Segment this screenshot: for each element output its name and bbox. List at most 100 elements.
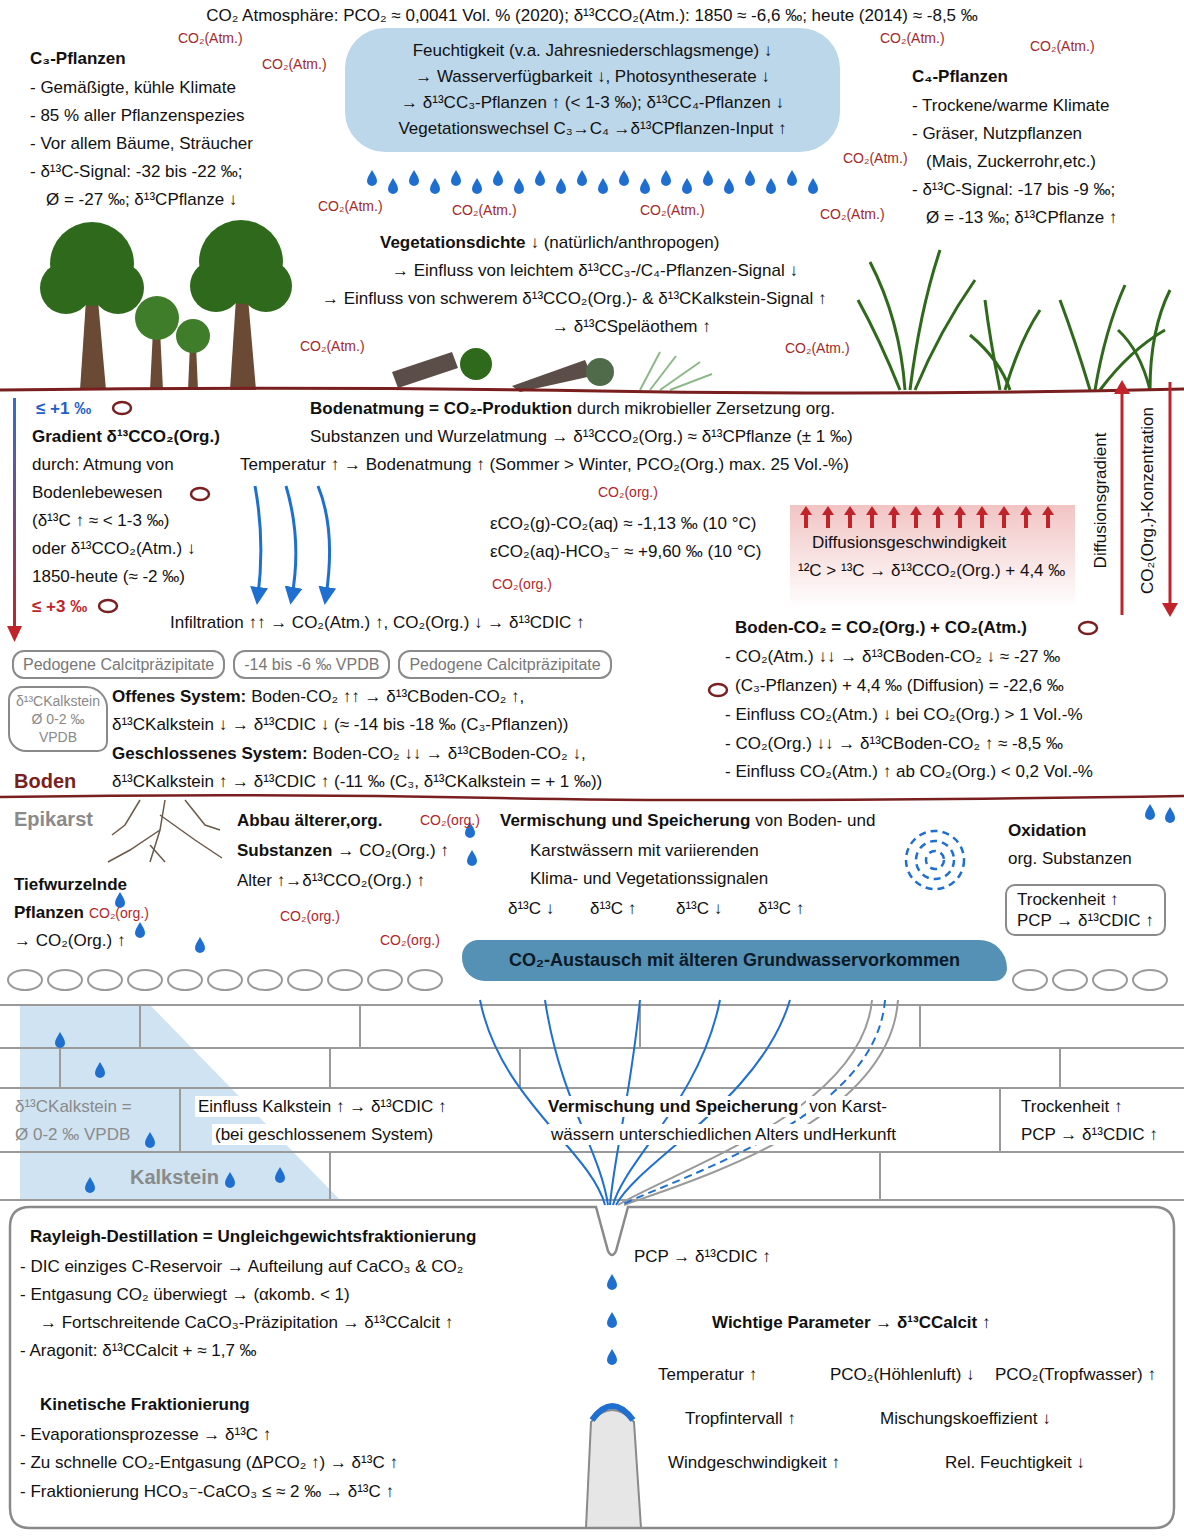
node-text: Kinetische Fraktionierung [40,1394,250,1415]
annotation-text: ¹²C > ¹³C → δ¹³CCO₂(Org.) + 4,4 ‰ [798,560,1065,581]
co2-atm-tag: CO₂(Atm.) [820,206,885,223]
annotation-text: → δ¹³CSpeläothem ↑ [552,316,711,337]
node-text: CO₂-Austausch mit älteren Grundwasservor… [474,950,995,971]
node-text: Temperatur ↑ [658,1364,757,1385]
annotation-text: δ¹³CKalkstein = [15,1096,132,1117]
co2-atm-tag: CO₂(Atm.) [178,30,243,47]
zone-heading: Epikarst [14,808,93,831]
art-shape [1145,804,1155,820]
annotation-text: εCO₂(g)-CO₂(aq) ≈ -1,13 ‰ (10 °C) [490,513,756,534]
node-text: → Fortschreitende CaCO₃-Präzipitation → … [40,1312,453,1333]
annotation-text: - Vor allem Bäume, Sträucher [30,133,253,154]
annotation-text: wässern unterschiedlichen Alters undHerk… [548,1124,899,1145]
annotation-text: εCO₂(aq)-HCO₃⁻ ≈ +9,60 ‰ (10 °C) [490,541,762,562]
art-shape [472,178,482,194]
art-shape [640,178,650,194]
co2-atm-tag: CO₂(Atm.) [300,338,365,355]
node-text: - Evaporationsprozesse → δ¹³C ↑ [20,1424,271,1445]
node-text: PCP → δ¹³CDIC ↑ [1017,910,1154,931]
annotation-text: (δ¹³C ↑ ≈ < 1-3 ‰) [32,510,169,531]
annotation-text: Substanzen und Wurzelatmung → δ¹³CCO₂(Or… [310,426,853,447]
annotation-text: - Einfluss CO₂(Atm.) ↑ ab CO₂(Org.) < 0,… [725,761,1093,782]
node-text: - Zu schnelle CO₂-Entgasung (ΔPCO₂ ↑) → … [20,1452,398,1473]
co2-org-tag: CO₂(org.) [598,484,658,501]
cave-outline: Rayleigh-Destillation = Ungleichgewichts… [8,1205,1176,1530]
art-shape [8,970,42,990]
zone-heading: Boden [14,770,76,793]
art-shape [195,937,205,953]
co2-org-tag: CO₂(org.) [420,812,480,829]
co2-atm-tag: CO₂(Atm.) [843,150,908,167]
node-text: Rayleigh-Destillation = Ungleichgewichts… [30,1226,476,1247]
art-shape [661,170,671,186]
annotation-text: δ¹³C ↓ [676,898,722,919]
co2-org-tag: CO₂(org.) [492,576,552,593]
art-shape [408,970,442,990]
art-shape [800,506,812,528]
annotation-text: Ø = -27 ‰; δ¹³CPflanze ↓ [46,189,237,210]
pedogenic-box: Pedogene Calcitpräzipitate [398,650,611,679]
annotation-text: - Gemäßigte, kühle Klimate [30,77,236,98]
node-text: -14 bis -6 ‰ VPDB [244,654,379,675]
limestone-box: δ¹³CKalkstein Ø 0-2 ‰ VPDB [8,686,108,752]
node-text: Trockenheit ↑ [1017,889,1154,910]
annotation-text: δ¹³C ↑ [758,898,804,919]
node-text: Pedogene Calcitpräzipitate [23,654,214,675]
co2-atm-tag: CO₂(Atm.) [880,30,945,47]
annotation-text: δ¹³CKalkstein ↑ → δ¹³CDIC ↑ (-11 ‰ (C₃, … [112,771,602,792]
annotation-text: ≤ +3 ‰ [32,596,87,617]
groundwater-body: CO₂-Austausch mit älteren Grundwasservor… [462,940,1007,981]
annotation-text: C₃-Pflanzen [30,48,126,69]
node-text: Wichtige Parameter → δ¹³CCalcit ↑ [712,1312,990,1333]
annotation-text: - CO₂(Org.) ↓↓ → δ¹³CBoden-CO₂ ↑ ≈ -8,5 … [725,733,1063,754]
annotation-text: von Boden- und [755,810,875,831]
art-shape [85,1177,95,1193]
co2-atm-tag: CO₂(Atm.) [318,198,383,215]
art-shape [535,170,545,186]
annotation-text: - Einfluss CO₂(Atm.) ↓ bei CO₂(Org.) > 1… [725,704,1083,725]
art-shape [745,170,755,186]
annotation-text: C₄-Pflanzen [912,66,1008,87]
art-shape [787,170,797,186]
art-shape [724,178,734,194]
annotation-text: δ¹³CKalkstein ↓ → δ¹³CDIC ↓ (≈ -14 bis -… [112,714,568,735]
art-shape [808,178,818,194]
co2-org-tag: CO₂(org.) [280,908,340,925]
art-shape [409,170,419,186]
art-shape [430,178,440,194]
annotation-text: Boden-CO₂ = CO₂(Org.) + CO₂(Atm.) [735,617,1027,638]
annotation-text: Vermischung und Speicherung [500,810,750,831]
co2-atm-tag: CO₂(Atm.) [1030,38,1095,55]
node-text: - Fraktionierung HCO₃⁻-CaCO₃ ≤ ≈ 2 ‰ → δ… [20,1481,394,1502]
annotation-text: Oxidation [1008,820,1086,841]
art-shape [932,506,944,528]
annotation-text: - CO₂(Atm.) ↓↓ → δ¹³CBoden-CO₂ ↓ ≈ -27 ‰ [725,646,1060,667]
art-shape [367,170,377,186]
annotation-text: Ø = -13 ‰; δ¹³CPflanze ↑ [926,207,1117,228]
art-shape [467,850,477,866]
annotation-text: (C₃-Pflanzen) + 4,4 ‰ (Diffusion) = -22,… [735,675,1064,696]
annotation-text: - 85 % aller Pflanzenspezies [30,105,245,126]
annotation-text: → CO₂(Org.) ↑ [14,930,125,951]
art-shape [208,970,242,990]
annotation-text: - δ¹³C-Signal: -32 bis -22 ‰; [30,161,243,182]
node-text: Feuchtigkeit (v.a. Jahresniederschlagsme… [361,38,824,64]
annotation-text: δ¹³C ↑ [590,898,636,919]
art-shape [145,1132,155,1148]
axis-label: CO₂(Org.)-Konzentration [1138,406,1159,593]
art-shape [1013,970,1047,990]
annotation-text: Offenes System: [112,686,246,707]
annotation-text: → Einfluss von schwerem δ¹³CCO₂(Org.)- &… [322,288,826,309]
annotation-text: von Karst- [806,1096,889,1117]
annotation-text: Ø 0-2 ‰ VPDB [15,1124,130,1145]
annotation-text: Temperatur ↑ → Bodenatmung ↑ (Sommer > W… [240,454,849,475]
art-shape [954,506,966,528]
annotation-text: Substanzen [237,840,332,861]
art-shape [368,970,402,990]
cave-outline-path [10,1207,1174,1528]
art-shape [225,1172,235,1188]
art-shape [822,506,834,528]
annotation-text: Gradient δ¹³CCO₂(Org.) [32,426,220,447]
art-shape [619,170,629,186]
